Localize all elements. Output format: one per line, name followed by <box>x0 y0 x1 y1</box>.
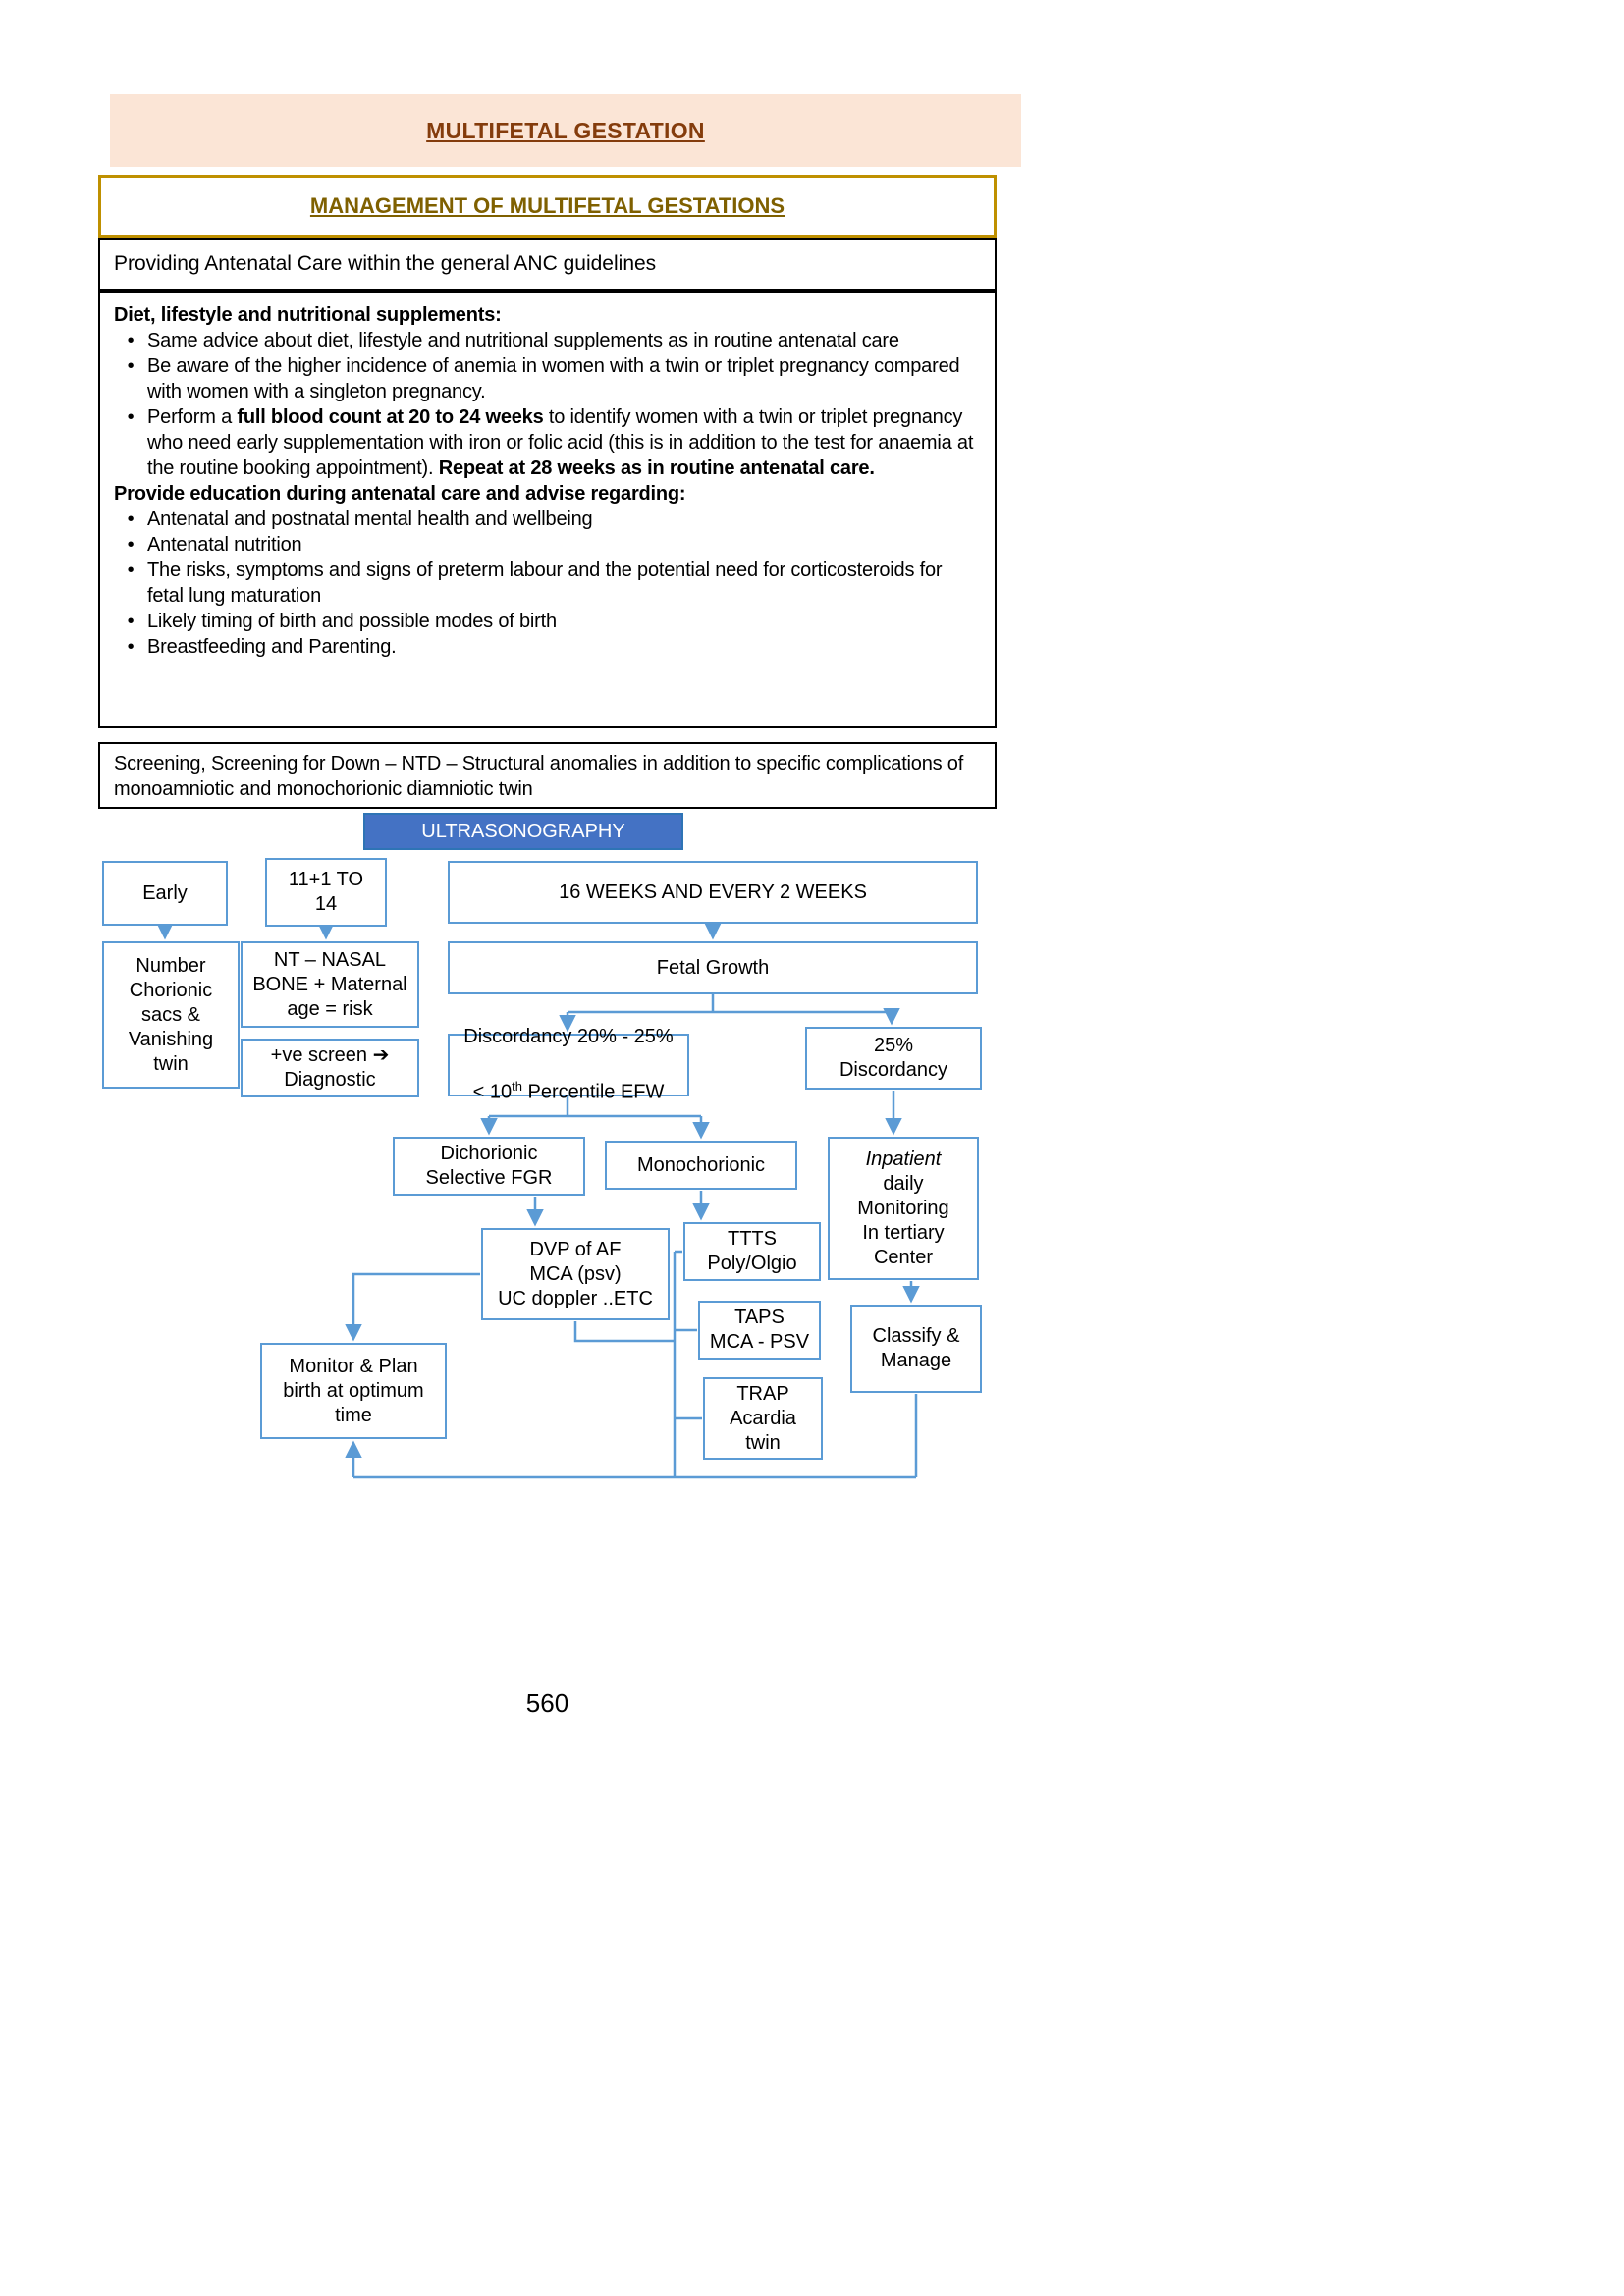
flow-box-monochorionic: Monochorionic <box>605 1141 797 1190</box>
flow-label-nt-screening: NT – NASAL BONE + Maternal age = risk <box>252 948 407 1020</box>
bullet-text-bold: Repeat at 28 weeks as in routine antenat… <box>438 457 875 479</box>
bullet-marker: • <box>127 406 135 428</box>
flow-label-discordancy-25: 25% Discordancy <box>839 1035 948 1081</box>
flow-label-monochorionic: Monochorionic <box>636 1153 766 1176</box>
bullet-text: Antenatal and postnatal mental health an… <box>147 508 593 530</box>
bullet-marker: • <box>127 560 135 581</box>
flow-label-doppler-surveillance: DVP of AF MCA (psv) UC doppler ..ETC <box>498 1238 653 1309</box>
flow-box-11-14-weeks: 11+1 TO 14 <box>265 858 387 927</box>
flow-box-discordancy-25: 25% Discordancy <box>805 1027 982 1090</box>
flow-label-dichorionic-fgr: Dichorionic Selective FGR <box>425 1143 553 1189</box>
bullet-antenatal-nutrition: • Antenatal nutrition <box>114 532 981 558</box>
education-heading: Provide education during antenatal care … <box>114 483 686 505</box>
bullet-text-part: to identify women with a twin or triplet… <box>147 406 974 479</box>
bullet-marker: • <box>127 355 135 377</box>
flow-box-ttts: TTTS Poly/Olgio <box>683 1222 821 1281</box>
flow-box-classify-manage: Classify & Manage <box>850 1305 982 1393</box>
bullet-text: Be aware of the higher incidence of anem… <box>147 355 960 402</box>
bullet-full-blood-count: • Perform a full blood count at 20 to 24… <box>114 404 981 481</box>
flow-box-monitor-plan-birth: Monitor & Plan birth at optimum time <box>260 1343 447 1439</box>
flow-label-ttts: TTTS Poly/Olgio <box>707 1228 797 1274</box>
flow-box-nt-screening: NT – NASAL BONE + Maternal age = risk <box>241 941 419 1028</box>
discordancy-line2-end: Percentile EFW <box>521 1081 665 1103</box>
flow-box-dichorionic-fgr: Dichorionic Selective FGR <box>393 1137 585 1196</box>
inpatient-rest: daily Monitoring In tertiary Center <box>857 1172 949 1268</box>
discordancy-line1: Discordancy 20% - 25% <box>463 1026 674 1048</box>
ultrasonography-label: ULTRASONOGRAPHY <box>421 820 625 842</box>
bullet-text-part: Perform a <box>147 406 238 428</box>
anc-guidelines-box: Providing Antenatal Care within the gene… <box>98 238 997 291</box>
flow-label-early: Early <box>142 881 188 904</box>
bullet-breastfeeding: • Breastfeeding and Parenting. <box>114 634 981 660</box>
bullet-text: Breastfeeding and Parenting. <box>147 636 397 658</box>
flow-box-doppler-surveillance: DVP of AF MCA (psv) UC doppler ..ETC <box>481 1228 670 1320</box>
title-banner: MULTIFETAL GESTATION <box>110 94 1021 167</box>
bullet-marker: • <box>127 534 135 556</box>
page-number: 560 <box>525 1688 569 1718</box>
page-title: MULTIFETAL GESTATION <box>426 117 705 143</box>
flow-box-trap: TRAP Acardia twin <box>703 1377 823 1460</box>
flow-box-fetal-growth: Fetal Growth <box>448 941 978 994</box>
flow-label-fetal-growth: Fetal Growth <box>656 956 770 979</box>
bullet-marker: • <box>127 508 135 530</box>
flow-label-11-14-weeks: 11+1 TO 14 <box>288 869 364 915</box>
ultrasonography-banner: ULTRASONOGRAPHY <box>363 813 683 850</box>
flow-box-taps: TAPS MCA - PSV <box>698 1301 821 1360</box>
bullet-text-bold: full blood count at 20 to 24 weeks <box>237 406 544 428</box>
bullet-text: Perform a full blood count at 20 to 24 w… <box>147 404 981 481</box>
screening-box: Screening, Screening for Down – NTD – St… <box>98 742 997 809</box>
inpatient-italic-line: Inpatient <box>865 1148 942 1170</box>
discordancy-line2-start: < 10 <box>472 1081 513 1103</box>
bullet-text: Likely timing of birth and possible mode… <box>147 611 557 632</box>
flow-box-positive-screen: +ve screen ➔ Diagnostic <box>241 1039 419 1097</box>
flow-box-chorionicity: Number Chorionic sacs & Vanishing twin <box>102 941 240 1089</box>
flow-box-early: Early <box>102 861 228 926</box>
discordancy-superscript: th <box>512 1079 522 1095</box>
bullet-same-advice: • Same advice about diet, lifestyle and … <box>114 328 981 353</box>
flow-label-taps: TAPS MCA - PSV <box>709 1307 810 1353</box>
bullet-text: The risks, symptoms and signs of preterm… <box>147 560 943 607</box>
bullet-marker: • <box>127 636 135 658</box>
bullet-birth-timing: • Likely timing of birth and possible mo… <box>114 609 981 634</box>
management-box: MANAGEMENT OF MULTIFETAL GESTATIONS <box>98 175 997 238</box>
flow-label-monitor-plan-birth: Monitor & Plan birth at optimum time <box>283 1355 424 1426</box>
bullet-text: Same advice about diet, lifestyle and nu… <box>147 330 899 351</box>
flow-label-chorionicity: Number Chorionic sacs & Vanishing twin <box>128 954 214 1075</box>
discordancy-line2: < 10th Percentile EFW <box>463 1074 673 1105</box>
flow-box-discordancy-20-25: Discordancy 20% - 25% < 10th Percentile … <box>448 1026 689 1103</box>
bullet-anemia-awareness: • Be aware of the higher incidence of an… <box>114 353 981 404</box>
bullet-marker: • <box>127 330 135 351</box>
diet-heading: Diet, lifestyle and nutritional suppleme… <box>114 304 502 326</box>
management-title: MANAGEMENT OF MULTIFETAL GESTATIONS <box>309 193 785 218</box>
care-education-box: Diet, lifestyle and nutritional suppleme… <box>98 291 997 728</box>
flow-label-16-weeks: 16 WEEKS AND EVERY 2 WEEKS <box>559 881 867 903</box>
screening-text: Screening, Screening for Down – NTD – St… <box>114 753 964 800</box>
flow-label-classify-manage: Classify & Manage <box>872 1325 960 1371</box>
bullet-preterm-risks: • The risks, symptoms and signs of prete… <box>114 558 981 609</box>
flow-box-16-weeks: 16 WEEKS AND EVERY 2 WEEKS <box>448 861 978 924</box>
flow-label-trap: TRAP Acardia twin <box>730 1382 796 1454</box>
bullet-mental-health: • Antenatal and postnatal mental health … <box>114 507 981 532</box>
flow-label-positive-screen: +ve screen ➔ Diagnostic <box>270 1044 390 1091</box>
bullet-marker: • <box>127 611 135 632</box>
flow-label-discordancy-20-25: Discordancy 20% - 25% < 10th Percentile … <box>463 1000 673 1130</box>
bullet-text: Antenatal nutrition <box>147 534 302 556</box>
anc-guidelines-text: Providing Antenatal Care within the gene… <box>114 252 657 275</box>
